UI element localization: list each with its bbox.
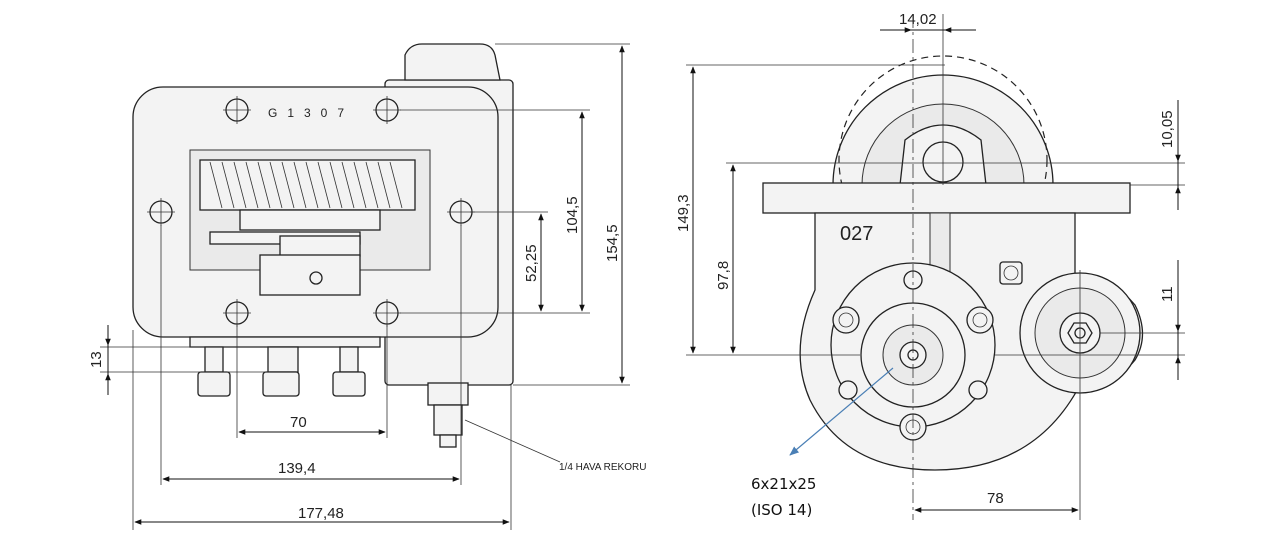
left-view: G1307 1/4 HAVA REKORU 70 139,4 bbox=[88, 43, 646, 530]
shaft-label-2: (ISO 14) bbox=[751, 501, 812, 519]
logo-icon bbox=[999, 261, 1023, 285]
center-rib bbox=[929, 212, 951, 274]
right-flange bbox=[762, 182, 1131, 214]
dim-11: 11 bbox=[1159, 286, 1176, 302]
dim-104: 104,5 bbox=[564, 196, 581, 234]
dim-154: 154,5 bbox=[604, 224, 621, 262]
plug-icon bbox=[309, 271, 323, 285]
body-marking: 027 bbox=[840, 223, 873, 245]
bottom-plate bbox=[189, 336, 381, 348]
dim-70: 70 bbox=[290, 414, 307, 431]
dim-13: 13 bbox=[88, 351, 105, 368]
dim-177: 177,48 bbox=[298, 505, 344, 522]
part-marking: G1307 bbox=[268, 106, 354, 120]
bearing-housing bbox=[259, 254, 361, 296]
air-fitting-note: 1/4 HAVA REKORU bbox=[559, 462, 646, 473]
dim-149: 149,3 bbox=[675, 194, 692, 232]
shift-block bbox=[279, 235, 361, 257]
dim-78: 78 bbox=[987, 490, 1004, 507]
right-view: 027 14,02 bbox=[675, 11, 1185, 520]
dim-10: 10,05 bbox=[1159, 110, 1176, 148]
shaft-label-1: 6x21x25 bbox=[751, 475, 816, 493]
dim-139: 139,4 bbox=[278, 460, 316, 477]
shaft-leader bbox=[789, 367, 894, 456]
bolt-holes-left bbox=[147, 96, 475, 327]
top-cap bbox=[404, 43, 501, 81]
dim-97: 97,8 bbox=[715, 261, 732, 290]
air-fitting bbox=[427, 382, 469, 448]
dim-52: 52,25 bbox=[523, 244, 540, 282]
bottom-bolts bbox=[197, 346, 366, 397]
gear-hub bbox=[239, 209, 381, 231]
dim-14: 14,02 bbox=[899, 11, 937, 28]
